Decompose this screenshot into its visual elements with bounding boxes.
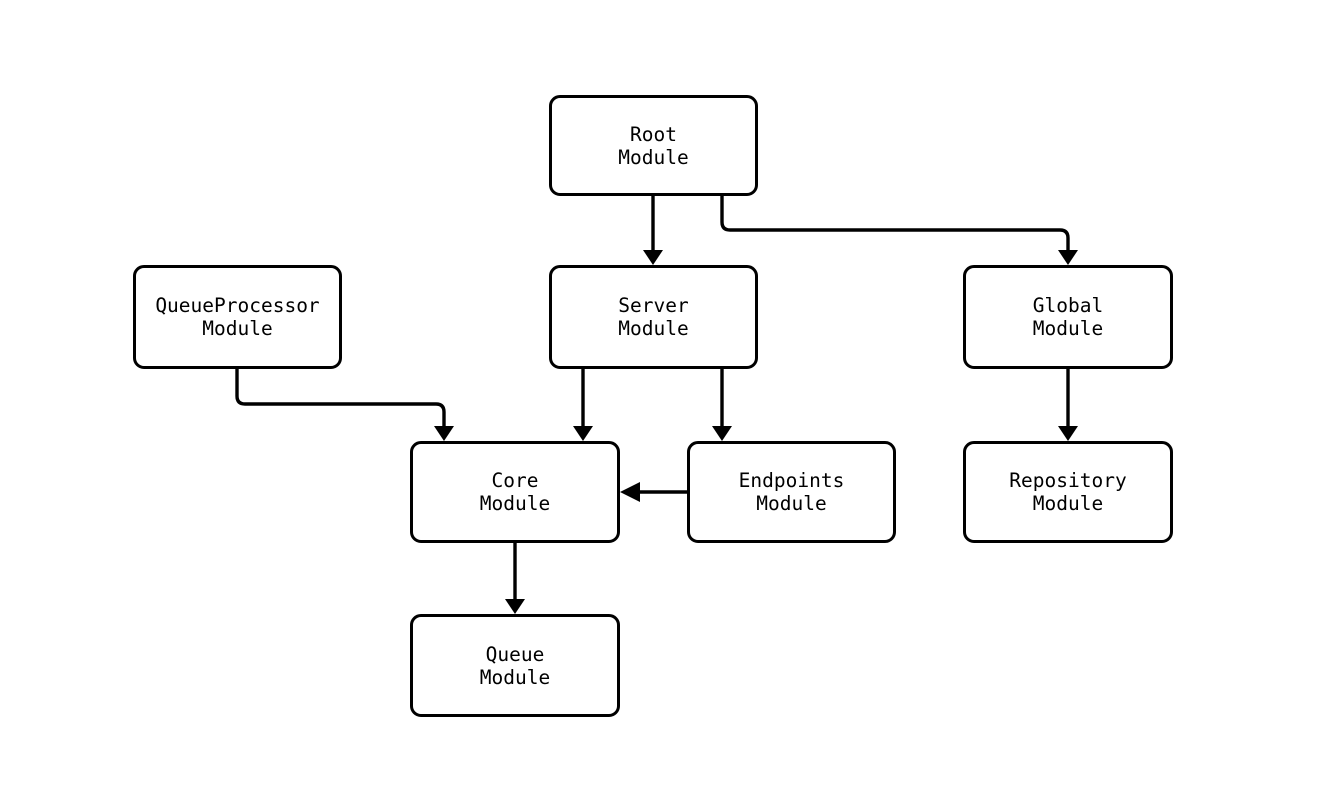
edge-root-global <box>720 196 1078 265</box>
node-queueprocessor-module-label: QueueProcessor Module <box>155 294 320 340</box>
node-server-module-label: Server Module <box>618 294 689 340</box>
node-global-module-label: Global Module <box>1032 294 1104 340</box>
edge-core-queue <box>505 543 525 614</box>
node-repository-module[interactable]: Repository Module <box>963 441 1173 543</box>
node-queue-module[interactable]: Queue Module <box>410 614 620 717</box>
edge-global-repository <box>1058 369 1078 441</box>
node-core-module[interactable]: Core Module <box>410 441 620 543</box>
node-global-module[interactable]: Global Module <box>963 265 1173 369</box>
node-repository-module-label: Repository Module <box>1009 469 1127 515</box>
node-root-module[interactable]: Root Module <box>549 95 758 196</box>
edge-queueprocessor-core <box>235 369 454 441</box>
node-root-module-label: Root Module <box>618 122 689 169</box>
node-queueprocessor-module[interactable]: QueueProcessor Module <box>133 265 342 369</box>
node-queue-module-label: Queue Module <box>479 642 551 689</box>
edge-endpoints-core <box>620 482 687 502</box>
edge-server-core <box>573 369 593 441</box>
edge-root-server <box>643 196 663 265</box>
edge-server-endpoints <box>712 369 732 441</box>
node-server-module[interactable]: Server Module <box>549 265 758 369</box>
node-core-module-label: Core Module <box>479 469 551 515</box>
node-endpoints-module[interactable]: Endpoints Module <box>687 441 896 543</box>
node-endpoints-module-label: Endpoints Module <box>738 469 845 515</box>
